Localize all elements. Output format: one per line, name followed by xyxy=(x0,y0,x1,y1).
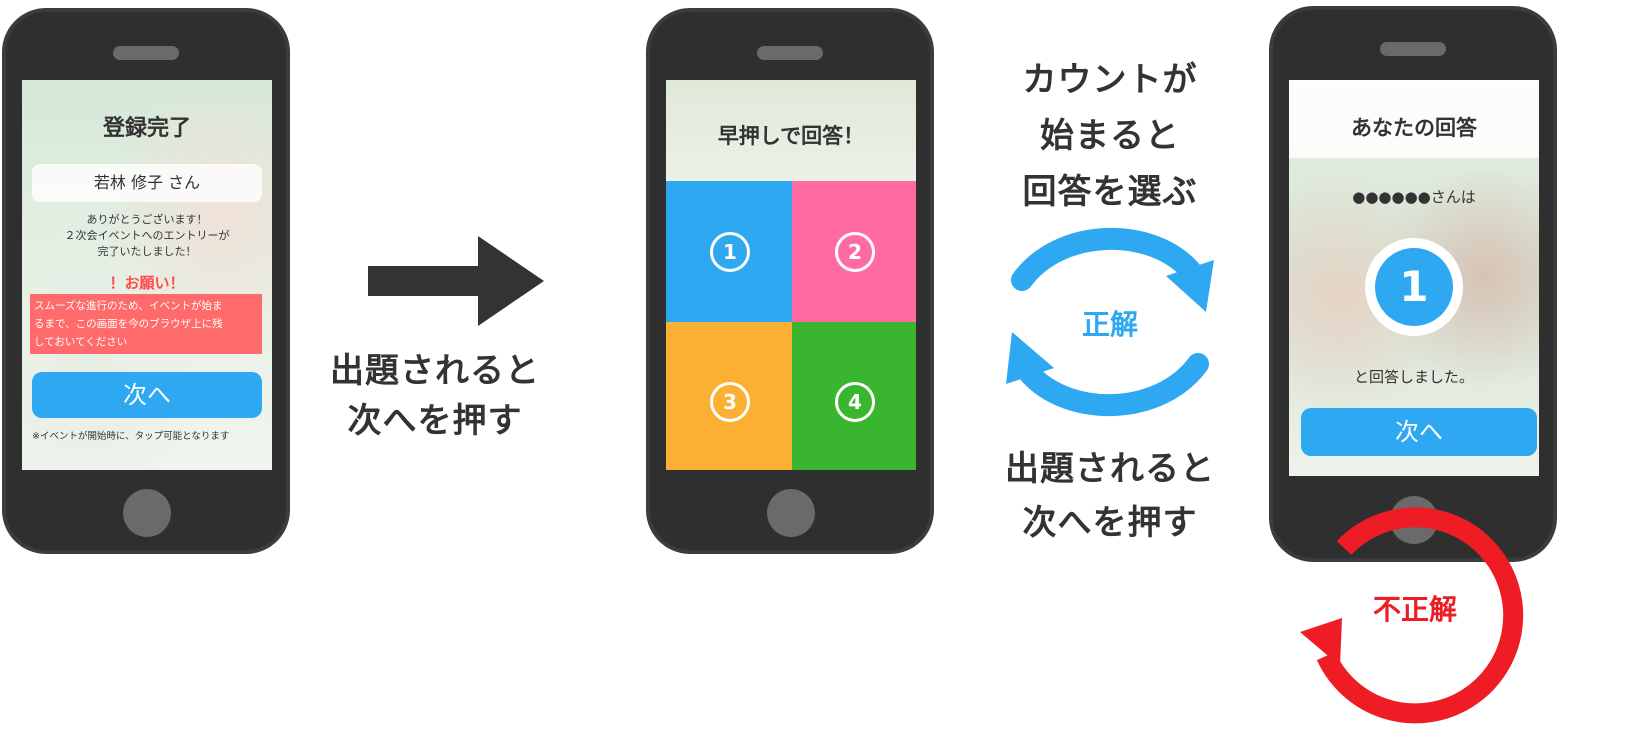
registration-screen: 登録完了 若林 修子 さん ありがとうございます！ ２次会イベントへのエントリー… xyxy=(22,80,272,470)
right-arrow-icon xyxy=(368,236,544,326)
phone-speaker xyxy=(1380,42,1446,56)
option-number-1: 1 xyxy=(710,232,750,272)
answer-option-2[interactable]: 2 xyxy=(792,181,916,322)
phone-your-answer: あなたの回答 ●●●●●●さんは 1 と回答しました。 次へ xyxy=(1269,6,1557,562)
phone-speaker xyxy=(113,46,179,60)
answer-option-1[interactable]: 1 xyxy=(666,181,792,322)
your-answer-screen: あなたの回答 ●●●●●●さんは 1 と回答しました。 次へ xyxy=(1289,80,1539,476)
cycle-arrows-icon xyxy=(1006,227,1214,417)
request-heading: ！お願い！ xyxy=(109,274,185,292)
next-button[interactable]: 次へ xyxy=(32,372,262,418)
thanks-message: ありがとうございます！ ２次会イベントへのエントリーが 完了いたしました！ xyxy=(64,213,230,258)
quick-answer-screen: 早押しで回答！ 1 2 3 4 xyxy=(666,80,916,470)
quick-answer-title: 早押しで回答！ xyxy=(717,124,865,148)
correct-label: 正解 xyxy=(1081,308,1138,341)
registrant-name: 若林 修子 さん xyxy=(93,173,201,192)
tap-note: ※イベントが開始時に、タップ可能となります xyxy=(32,431,230,442)
option-number-4: 4 xyxy=(835,382,875,422)
answer-option-3[interactable]: 3 xyxy=(666,322,792,470)
registrant-name-box: 若林 修子 さん xyxy=(32,164,262,202)
title-band xyxy=(1289,80,1539,158)
request-box: スムーズな進行のため、イベントが始ま るまで、この画面を今のブラウザ上に残 して… xyxy=(30,294,262,354)
answer-option-4[interactable]: 4 xyxy=(792,322,916,470)
option-number-3: 3 xyxy=(710,382,750,422)
registration-title: 登録完了 xyxy=(102,116,191,141)
home-button xyxy=(123,489,171,537)
home-button xyxy=(767,489,815,537)
user-line: ●●●●●●さんは xyxy=(1352,188,1476,206)
phone-registration: 登録完了 若林 修子 さん ありがとうございます！ ２次会イベントへのエントリー… xyxy=(2,8,290,554)
option-number-2: 2 xyxy=(835,232,875,272)
answer-badge: 1 xyxy=(1375,248,1453,326)
tree-photo-header xyxy=(666,80,916,182)
count-label: カウントが 始まると 回答を選ぶ xyxy=(1022,60,1198,212)
your-answer-title: あなたの回答 xyxy=(1351,116,1477,140)
phone-speaker xyxy=(757,46,823,60)
incorrect-loop-arrow-icon xyxy=(1300,507,1524,724)
incorrect-label: 不正解 xyxy=(1372,593,1457,626)
answered-text: と回答しました。 xyxy=(1353,368,1474,386)
next-button[interactable]: 次へ xyxy=(1301,408,1537,456)
step1-label: 出題されると 次へを押す xyxy=(330,351,540,441)
step3-label: 出題されると 次へを押す xyxy=(1005,449,1215,543)
phone-quick-answer: 早押しで回答！ 1 2 3 4 xyxy=(646,8,934,554)
